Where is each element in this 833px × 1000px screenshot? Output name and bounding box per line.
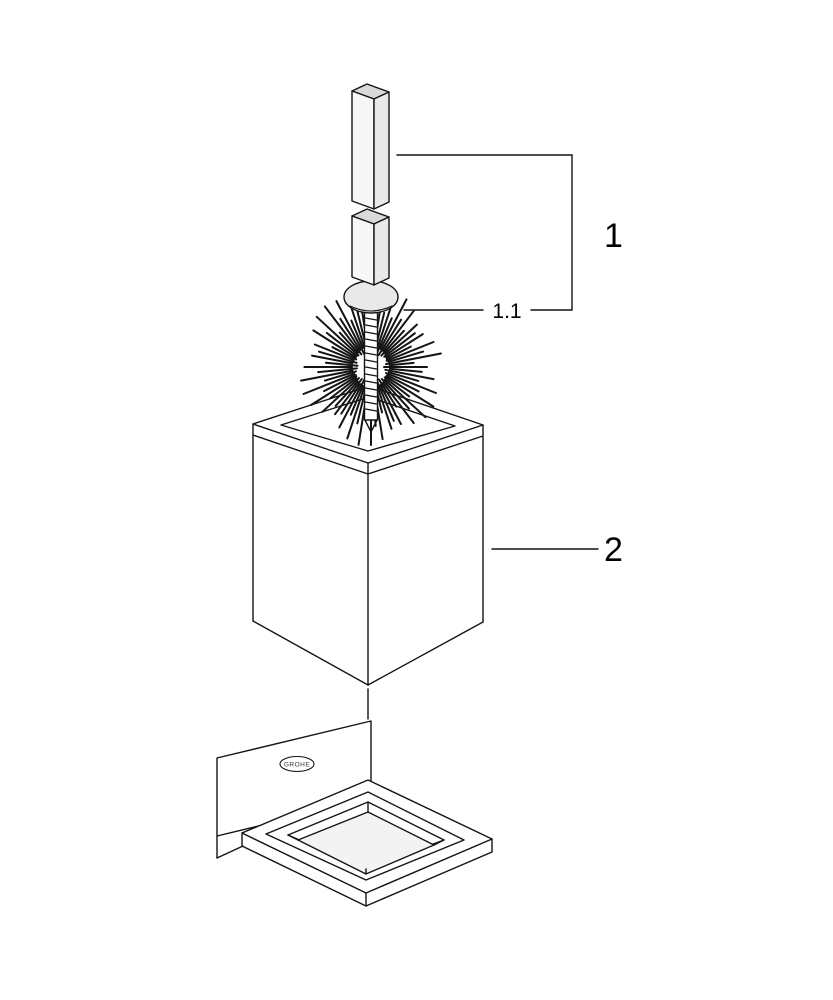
- brush-handle-upper-segment: [351, 83, 390, 210]
- collar-cap: [343, 280, 399, 314]
- container-bottom-left-edge: [252, 620, 369, 686]
- brush-handle-lower-segment: [351, 208, 390, 286]
- tray-inner-rim: [265, 791, 465, 881]
- handle-side-face-lower: [373, 216, 390, 286]
- grohe-logo-text: GROHE: [284, 762, 311, 769]
- collar-shading-line: [349, 305, 393, 312]
- brush-shaft: [363, 307, 379, 433]
- part-1-label: 1: [604, 217, 623, 255]
- brush-head-collar: [343, 280, 399, 314]
- grohe-logo-oval: [279, 755, 315, 773]
- holder-rim-opening: [280, 396, 456, 452]
- brush-shaft-tip: [364, 419, 378, 433]
- glass-holder: [252, 385, 484, 686]
- plate-support-wedge: [216, 845, 244, 859]
- dish-wall-left: [287, 834, 299, 841]
- container-bottom-right-edge: [367, 621, 484, 686]
- part-1-1-label: 1.1: [492, 300, 521, 323]
- handle-side-face: [373, 91, 390, 210]
- brush-shaft-ticks: [364, 317, 378, 412]
- handle-front-face-lower: [351, 215, 375, 286]
- dish-wall-right: [433, 839, 445, 846]
- wall-mount: GROHE: [216, 688, 493, 907]
- part-2-label: 2: [604, 531, 623, 569]
- brush-bristles: [300, 291, 442, 446]
- leader-lines: [396, 154, 599, 550]
- wall-mount-tray: [241, 779, 493, 907]
- labels: 1 1.1 2: [492, 217, 623, 569]
- brush-handle: [351, 83, 390, 286]
- handle-front-face: [351, 90, 375, 210]
